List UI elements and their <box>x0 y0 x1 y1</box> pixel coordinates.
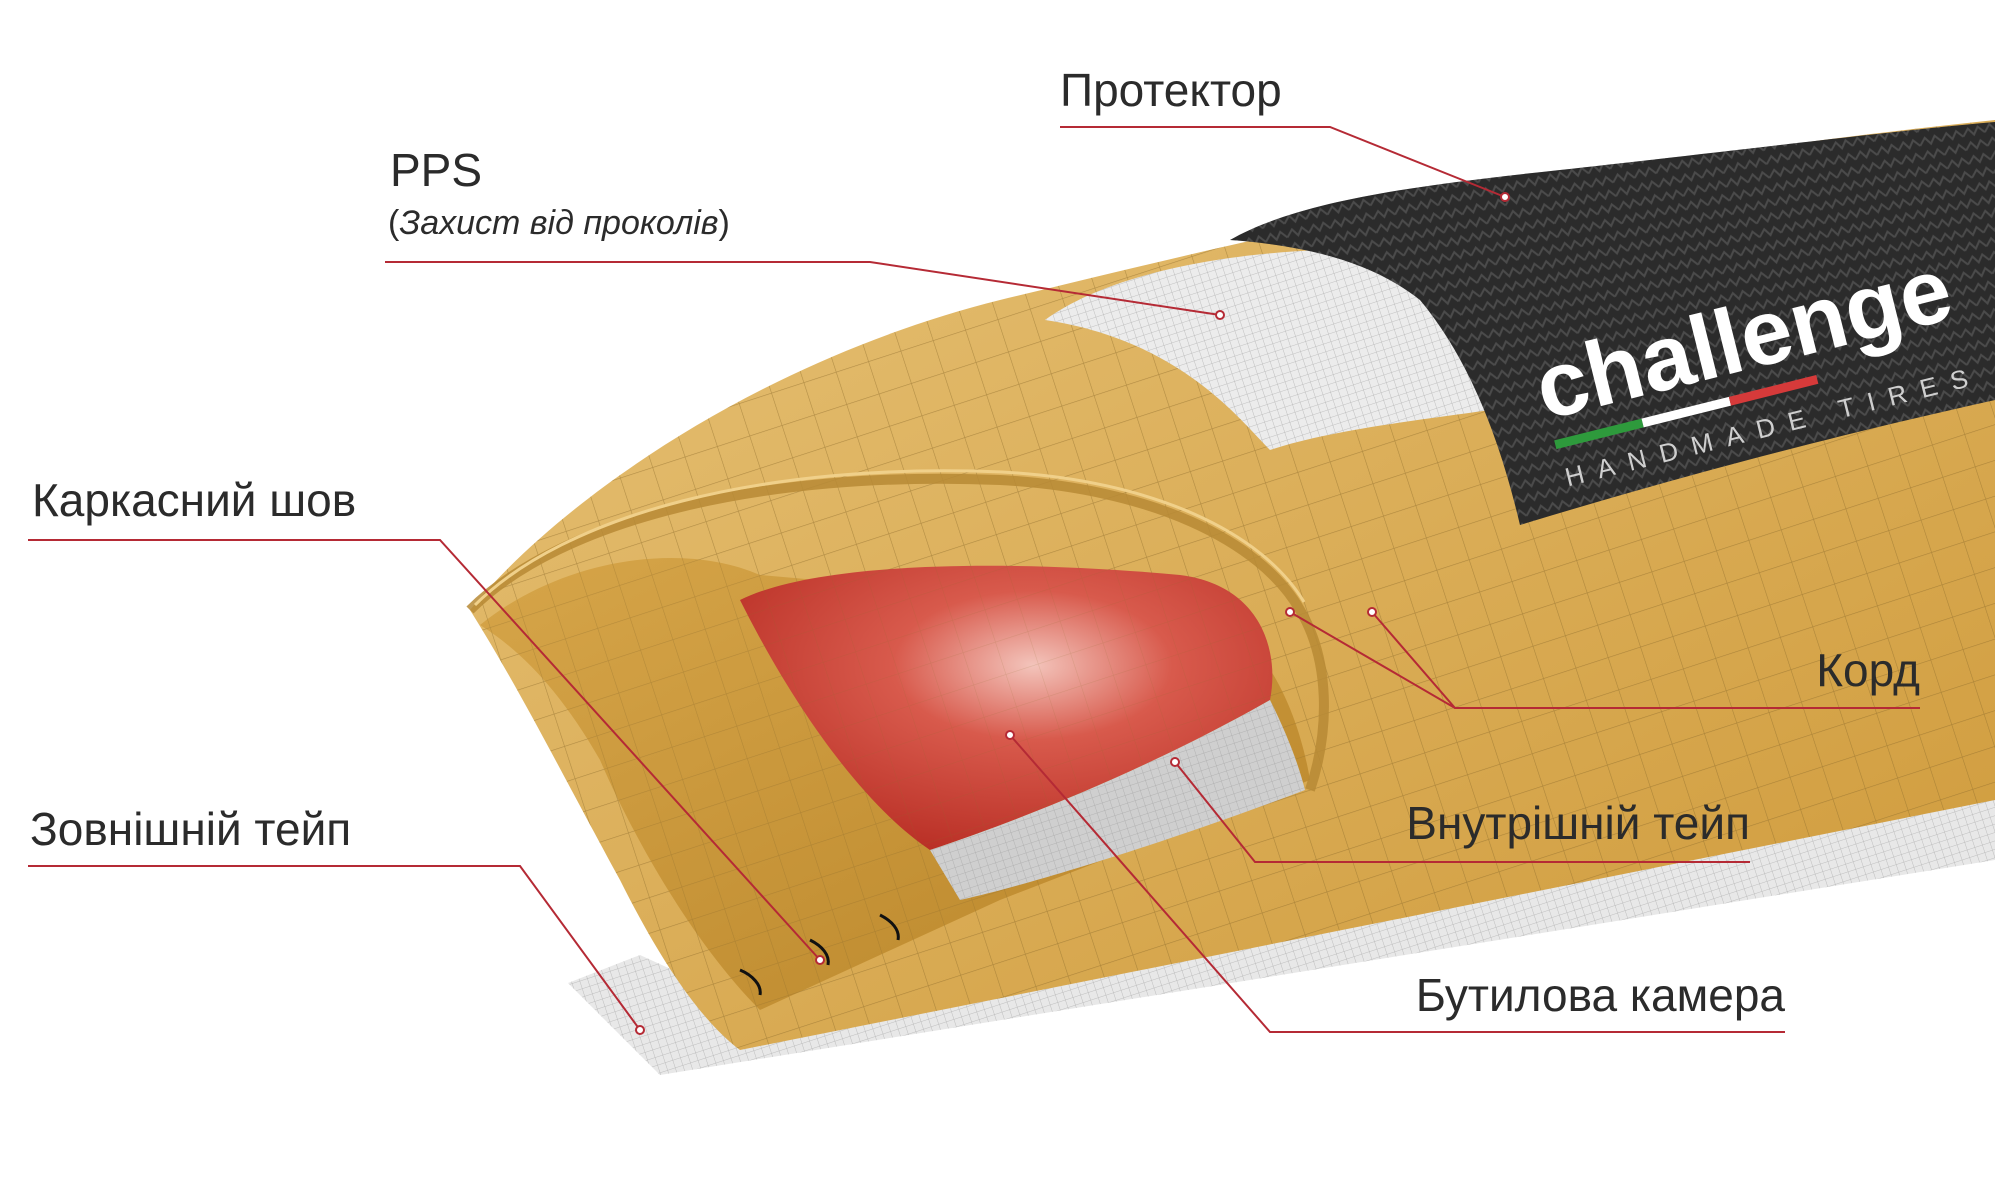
leader-butyl-tube <box>1009 734 1785 1033</box>
endpoint-cord-2 <box>1285 607 1295 617</box>
endpoint-cord <box>1367 607 1377 617</box>
leader-lines <box>28 126 1920 1033</box>
tread <box>1230 122 1995 525</box>
label-butyl-tube: Бутилова камера <box>1415 969 1785 1021</box>
casing-lip <box>466 473 1329 792</box>
casing-lip-highlight <box>473 469 1306 607</box>
leader-endpoints <box>635 192 1510 1035</box>
endpoint-tread <box>1500 192 1510 202</box>
flag-green <box>1554 418 1644 450</box>
leader-cord-2 <box>1289 611 1456 709</box>
endpoint-butyl-tube <box>1005 730 1015 740</box>
label-inner-tape: Внутрішній тейп <box>1406 797 1750 849</box>
flag-red <box>1728 375 1819 406</box>
leader-pps <box>385 261 1221 316</box>
endpoint-outer-tape <box>635 1025 645 1035</box>
label-tread: Протектор <box>1060 64 1282 116</box>
endpoint-pps <box>1215 310 1225 320</box>
casing-seam-stitches <box>739 913 900 996</box>
label-casing-seam: Каркасний шов <box>32 474 357 526</box>
leader-tread <box>1060 126 1506 198</box>
label-outer-tape: Зовнішній тейп <box>30 803 352 855</box>
inner-tape <box>930 700 1305 900</box>
flag-white <box>1641 396 1732 428</box>
leader-inner-tape <box>1174 761 1750 863</box>
leader-outer-tape <box>28 865 641 1031</box>
label-pps: PPS <box>390 144 483 196</box>
endpoint-inner-tape <box>1170 757 1180 767</box>
label-cord: Корд <box>1816 644 1920 696</box>
endpoint-casing-seam <box>815 955 825 965</box>
leader-casing-seam <box>28 539 821 961</box>
butyl-tube <box>740 565 1273 850</box>
pps-strip <box>1045 250 1490 450</box>
pps-note-text: Захист від проколів <box>399 204 719 242</box>
label-pps-note: (Захист від проколів) <box>388 204 730 242</box>
